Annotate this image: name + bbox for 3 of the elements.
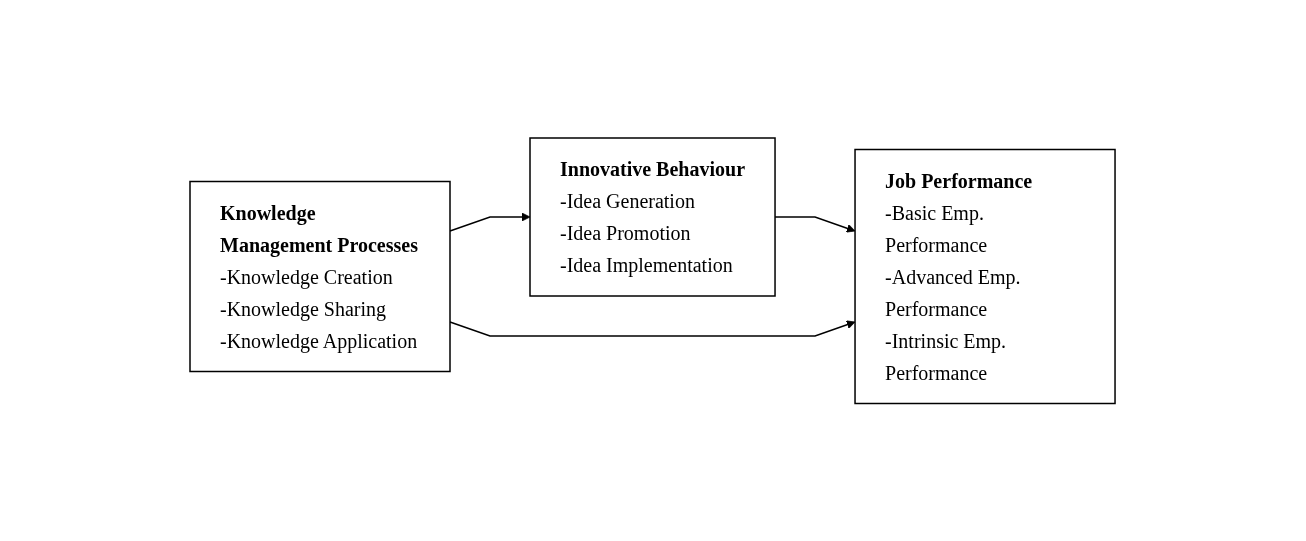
node-box: Innovative Behaviour -Idea Generation -Idea Promotion -Idea Implementation [529,137,777,297]
node-box: Knowledge Management Processes -Knowledge Creation -Knowledge Sharing -Knowledge Application [189,180,452,372]
node-box: Job Performance -Basic Emp. Performance -Advanced Emp. Performance -Intrinsic Emp. Performance [854,148,1117,404]
